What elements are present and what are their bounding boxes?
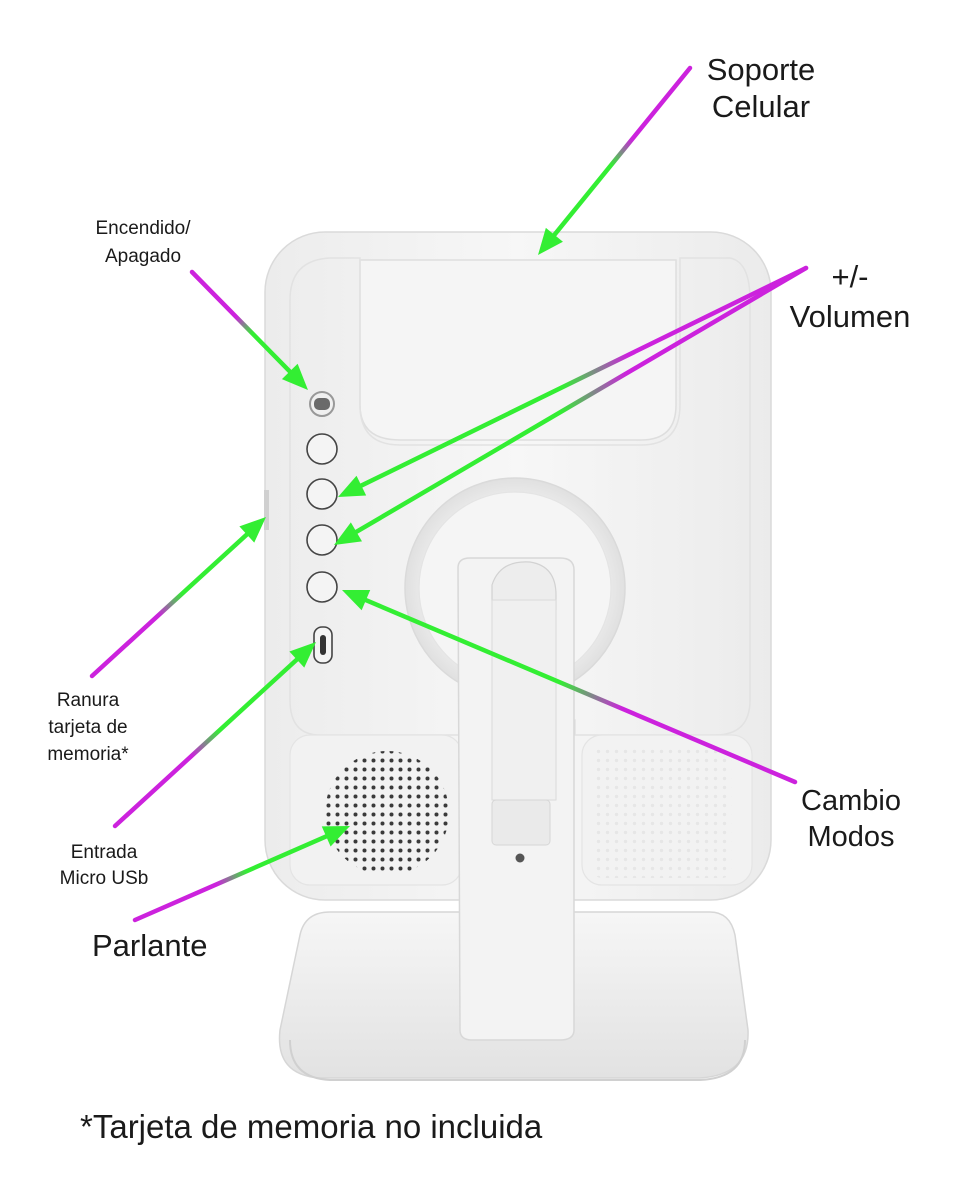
arrow-volumen-a [338, 265, 809, 497]
annotation-arrows [89, 65, 809, 923]
arrow-entrada [112, 642, 316, 829]
label-ranura-2: tarjeta de [48, 717, 127, 738]
mode-button [306, 571, 338, 603]
arrow-encendido [189, 269, 308, 390]
footnote: *Tarjeta de memoria no incluida [80, 1108, 543, 1145]
label-encendido-1: Encendido/ [95, 218, 191, 239]
label-cambio-1: Cambio [801, 785, 901, 817]
label-entrada-1: Entrada [71, 842, 138, 863]
device-button-1 [306, 433, 338, 465]
label-parlante: Parlante [92, 928, 207, 963]
phone-holder [359, 259, 677, 441]
label-ranura-1: Ranura [57, 690, 120, 711]
arrow-cambio [342, 590, 798, 785]
label-ranura-3: memoria* [47, 744, 129, 765]
power-switch [309, 391, 335, 417]
label-soporte-celular-1: Soporte [707, 52, 816, 87]
device [264, 231, 772, 1081]
sd-card-slot [264, 490, 269, 530]
label-encendido-2: Apagado [105, 246, 181, 267]
volume-button-a [306, 478, 338, 510]
arrow-ranura [89, 517, 266, 679]
label-entrada-2: Micro USb [60, 868, 149, 889]
arrow-soporte-celular [538, 65, 693, 255]
arrow-parlante [132, 826, 350, 923]
label-soporte-celular-2: Celular [712, 89, 810, 124]
label-volumen-1: +/- [831, 259, 868, 294]
volume-button-b [306, 524, 338, 556]
arrow-volumen-b [334, 265, 809, 545]
label-volumen-2: Volumen [790, 299, 911, 334]
label-cambio-2: Modos [807, 821, 894, 853]
